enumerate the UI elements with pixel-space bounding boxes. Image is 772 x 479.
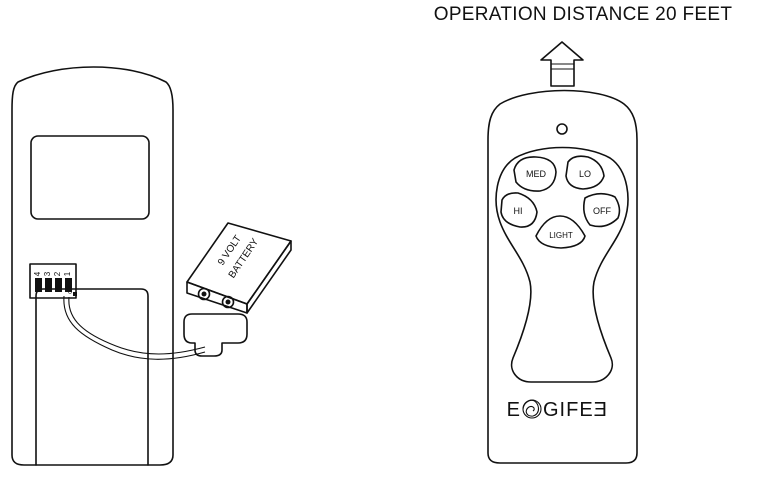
battery-compartment	[35, 288, 149, 466]
brand-logo: E GIFEƎ	[507, 399, 608, 421]
dip-number-2: 2	[53, 271, 62, 276]
remote-front-body	[487, 89, 638, 464]
dip-number-3: 3	[43, 271, 52, 276]
button-lo[interactable]: LO	[565, 155, 605, 190]
dip-switch-lever-2[interactable]	[55, 278, 62, 292]
battery-terminal-negative	[197, 287, 211, 301]
battery-wires	[63, 295, 206, 360]
brand-text-left: E	[507, 399, 520, 421]
battery-snap-connector	[183, 313, 248, 357]
dip-on-marker	[73, 292, 77, 296]
swirl-logo-icon	[522, 399, 542, 419]
button-light[interactable]: LIGHT	[535, 215, 586, 249]
button-off[interactable]: OFF	[583, 192, 621, 228]
remote-back-body	[11, 66, 174, 466]
nine-volt-battery: 9 VOLT BATTERY	[186, 222, 292, 314]
remote-front-view: MED LO HI OFF LIGHT E GIFEƎ	[487, 41, 638, 464]
dip-on-label: ON	[68, 286, 74, 294]
button-med[interactable]: MED	[513, 156, 557, 192]
dip-number-1: 1	[63, 271, 72, 276]
button-lo-label: LO	[579, 169, 591, 179]
button-hi[interactable]: HI	[500, 192, 538, 228]
label-window	[30, 135, 150, 220]
dip-switch[interactable]: 4 3 2 1 ON	[29, 263, 77, 299]
ir-led-icon	[556, 123, 568, 135]
dip-switch-lever-3[interactable]	[45, 278, 52, 292]
dip-number-4: 4	[33, 271, 42, 276]
button-med-label: MED	[526, 169, 547, 179]
operation-distance-title: OPERATION DISTANCE 20 FEET	[433, 4, 733, 25]
dip-switch-lever-1[interactable]	[65, 278, 72, 292]
arrow-up-icon	[540, 41, 584, 87]
button-hi-label: HI	[514, 206, 523, 216]
brand-text-right: GIFEƎ	[543, 399, 608, 421]
remote-back-view: 4 3 2 1 ON 9 VOLT BATTERY	[11, 66, 292, 466]
button-light-label: LIGHT	[549, 231, 573, 240]
keypad-outline	[495, 146, 629, 383]
button-off-label: OFF	[593, 206, 611, 216]
battery-terminal-positive	[221, 295, 235, 309]
dip-switch-lever-4[interactable]	[35, 278, 42, 292]
